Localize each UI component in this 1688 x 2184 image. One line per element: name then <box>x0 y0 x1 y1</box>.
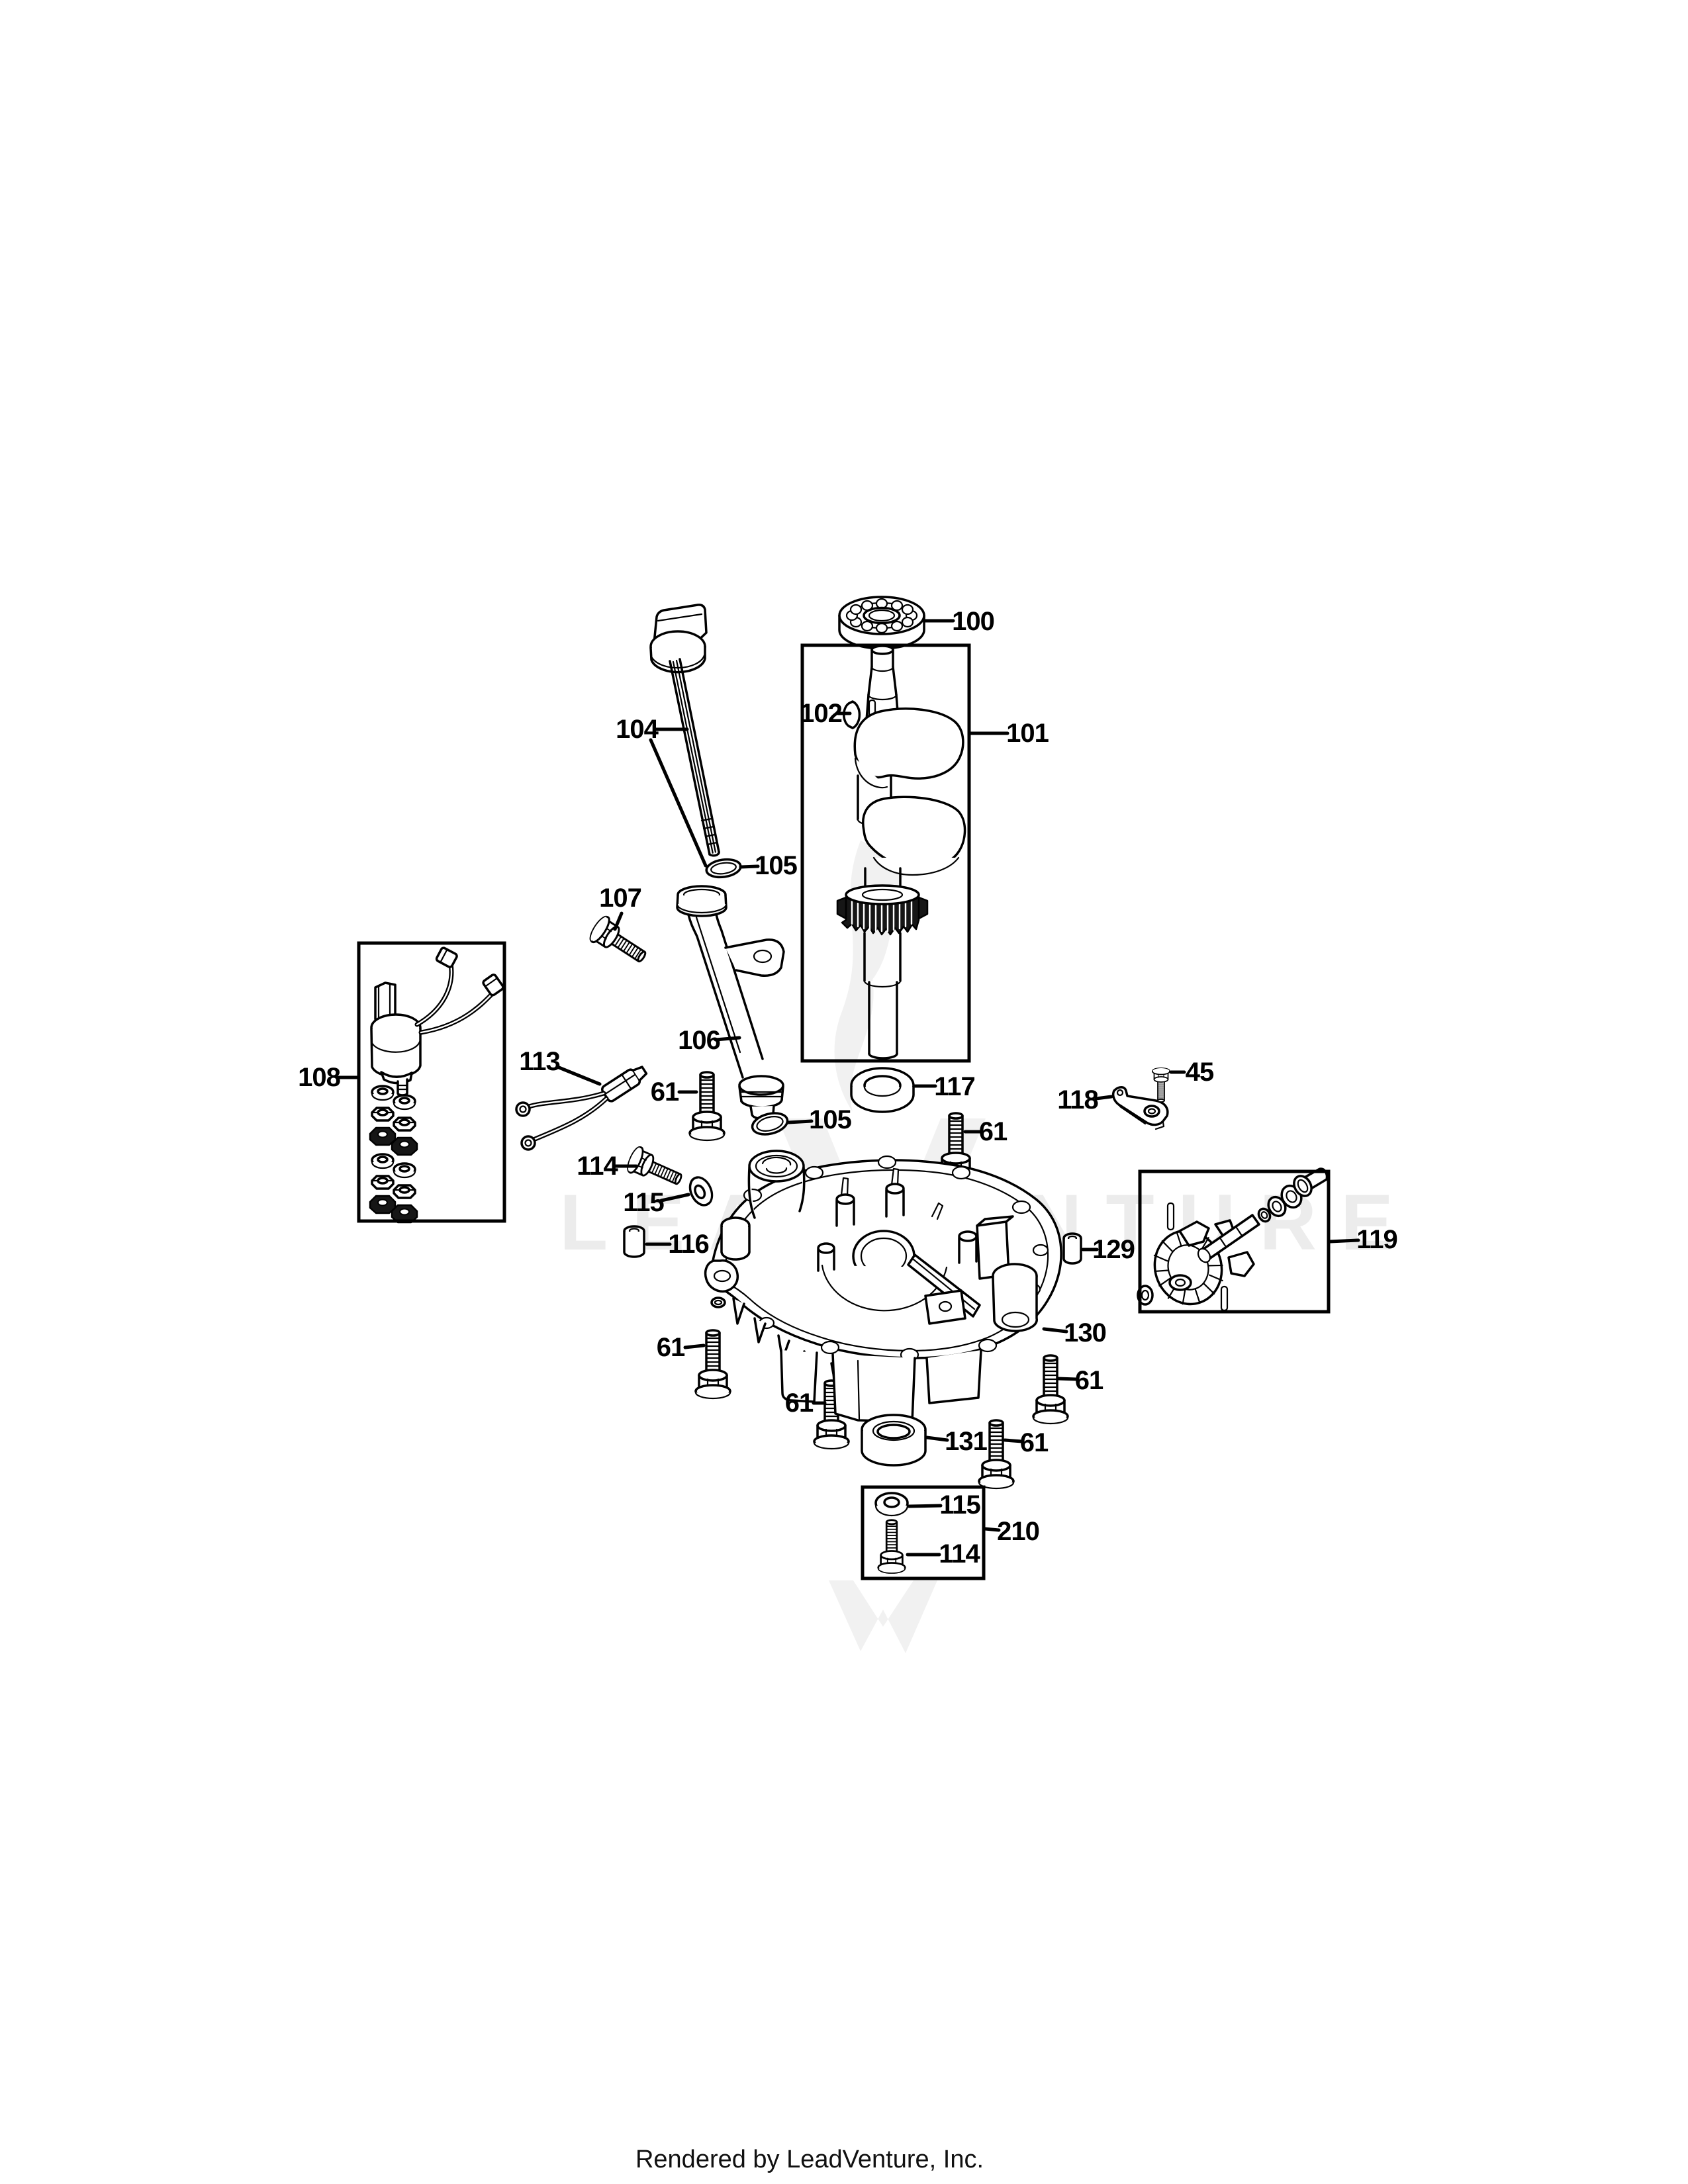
part-label-61-b: 61 <box>979 1117 1008 1146</box>
part-label-105-lower: 105 <box>809 1105 851 1134</box>
leader-line-107 <box>613 911 624 931</box>
part-label-107: 107 <box>599 884 641 913</box>
part-label-114-a: 114 <box>577 1152 618 1181</box>
assembly-box-101 <box>800 643 971 1063</box>
woodruff-key-102-drawing <box>843 700 861 729</box>
part-label-114-b: 114 <box>939 1539 980 1569</box>
part-label-115-b: 115 <box>939 1490 980 1520</box>
part-label-100: 100 <box>952 607 994 636</box>
oil-seal-131-drawing <box>861 1414 927 1467</box>
part-label-61-d: 61 <box>1075 1366 1103 1395</box>
crankshaft-101-drawing <box>836 645 966 1060</box>
bushing-116-drawing <box>623 1225 645 1258</box>
part-label-45: 45 <box>1186 1058 1214 1087</box>
leader-line-115-a <box>659 1193 690 1203</box>
part-label-131: 131 <box>945 1427 987 1456</box>
part-label-130: 130 <box>1064 1318 1106 1347</box>
part-label-61-a: 61 <box>651 1077 679 1107</box>
leader-line-104-1 <box>649 738 708 868</box>
solenoid-kit-108-drawing <box>369 946 504 1224</box>
leader-line-113 <box>555 1065 602 1086</box>
part-label-119: 119 <box>1356 1225 1397 1254</box>
part-label-129: 129 <box>1092 1235 1135 1264</box>
leader-line-105-upper <box>739 864 760 869</box>
part-label-101: 101 <box>1006 719 1049 748</box>
watermark-w-icon <box>829 1580 937 1653</box>
part-label-118: 118 <box>1057 1085 1098 1115</box>
leader-line-119 <box>1328 1238 1360 1244</box>
leader-line-105-lower <box>786 1119 814 1124</box>
washer-115-a-drawing <box>688 1176 714 1206</box>
leader-line-118 <box>1094 1095 1113 1101</box>
part-label-105-upper: 105 <box>755 851 797 880</box>
part-label-210: 210 <box>997 1517 1039 1546</box>
bracket-118-drawing <box>1111 1086 1169 1130</box>
bearing-100-drawing <box>838 596 925 650</box>
labels-layer: 100 101 102 104 105 107 106 105 117 108 113 61 61 114… <box>298 607 1398 1569</box>
governor-assembly-119-drawing <box>1137 1167 1329 1312</box>
part-label-61-c: 61 <box>657 1333 685 1362</box>
assembly-box-210 <box>861 1485 986 1580</box>
wire-harness-113-drawing <box>515 1066 648 1151</box>
footer-credit: Rendered by LeadVenture, Inc. <box>635 2146 984 2173</box>
part-label-116: 116 <box>668 1230 709 1259</box>
crankcase-130-drawing <box>704 1150 1062 1423</box>
leader-line-210 <box>983 1527 1001 1532</box>
part-label-113: 113 <box>519 1047 560 1076</box>
assembly-box-108 <box>357 941 506 1223</box>
part-label-115-a: 115 <box>623 1188 664 1217</box>
part-label-102: 102 <box>800 699 842 728</box>
part-label-108: 108 <box>298 1063 340 1092</box>
leader-line-131 <box>925 1435 949 1442</box>
dipstick-104-drawing <box>649 604 720 857</box>
leader-line-61-f <box>1003 1438 1024 1443</box>
part-label-61-e: 61 <box>785 1388 814 1418</box>
part-label-61-f: 61 <box>1020 1428 1049 1457</box>
part-label-106: 106 <box>678 1026 720 1055</box>
bushing-129-drawing <box>1062 1232 1082 1265</box>
oring-105-lower-drawing <box>751 1112 789 1136</box>
parts-artwork <box>369 596 1329 1574</box>
thrust-washer-117-drawing <box>850 1067 915 1113</box>
part-label-104: 104 <box>616 715 659 744</box>
leader-line-61-c <box>683 1343 706 1349</box>
part-label-117: 117 <box>934 1072 975 1101</box>
leader-line-130 <box>1042 1327 1068 1334</box>
assembly-boxes <box>357 643 1331 1580</box>
leader-line-106 <box>714 1036 741 1042</box>
washer-115-b-drawing <box>874 1492 909 1517</box>
